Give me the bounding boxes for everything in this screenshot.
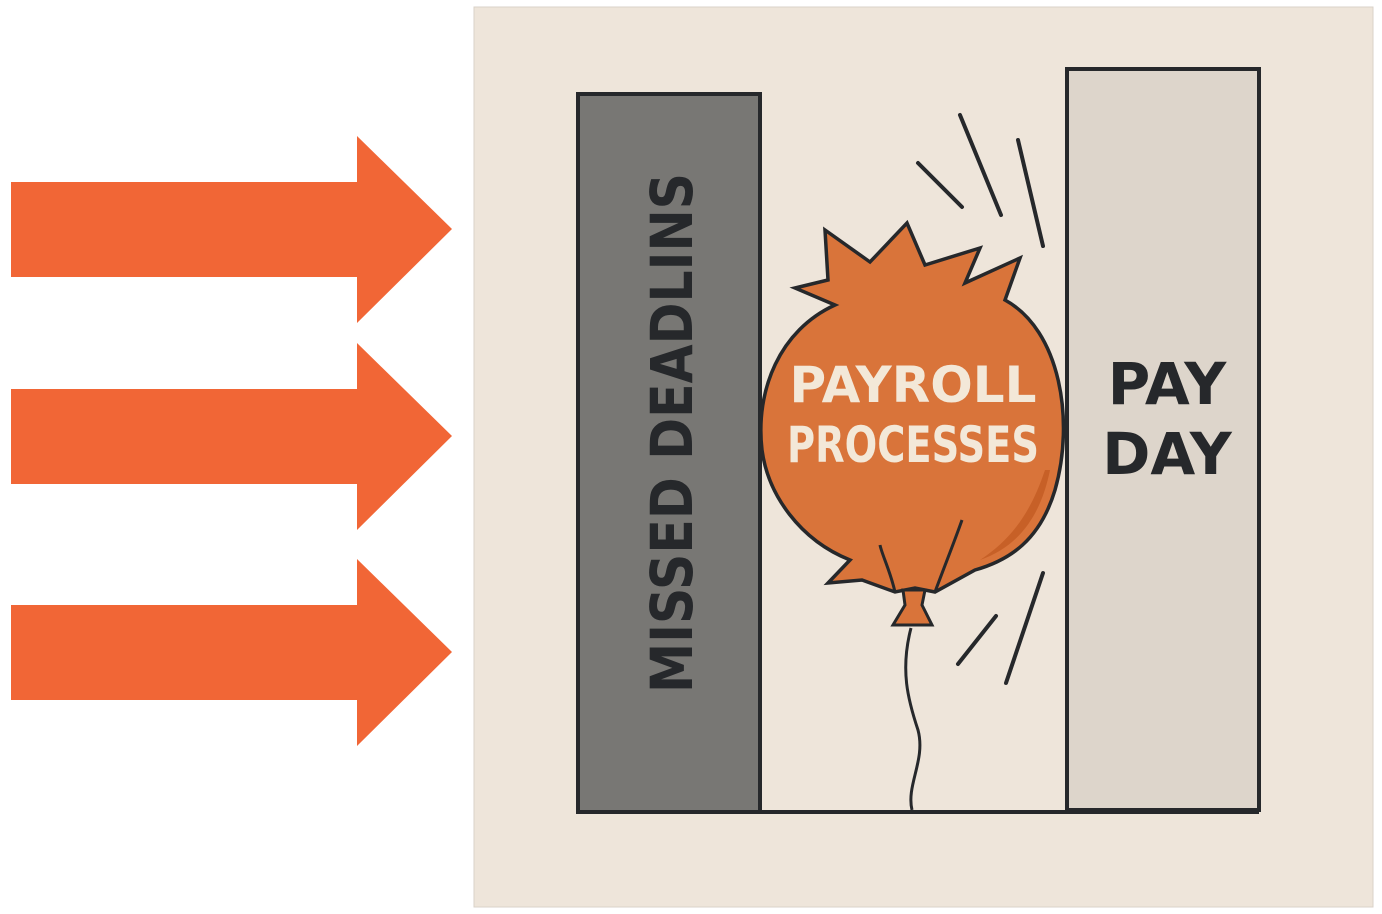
payroll-label: PAYROLL xyxy=(790,356,1037,414)
arrows-group xyxy=(11,136,452,746)
missed-deadlines-column xyxy=(576,92,762,814)
processes-label: PROCESSES xyxy=(787,416,1039,474)
pay-day-label-line1: PAY xyxy=(1108,350,1228,418)
burst-lines-icon xyxy=(956,571,1045,685)
right-arrow-icon xyxy=(11,559,452,746)
missed-deadlines-label: MISSED DEADLINS xyxy=(638,173,706,693)
balloon-icon xyxy=(759,219,1066,627)
pay-day-column xyxy=(1065,67,1261,812)
balloon-string xyxy=(904,627,922,811)
burst-lines-icon xyxy=(916,113,1045,248)
pay-day-label-line2: DAY xyxy=(1102,420,1232,488)
right-arrow-icon xyxy=(11,343,452,530)
right-arrow-icon xyxy=(11,136,452,323)
